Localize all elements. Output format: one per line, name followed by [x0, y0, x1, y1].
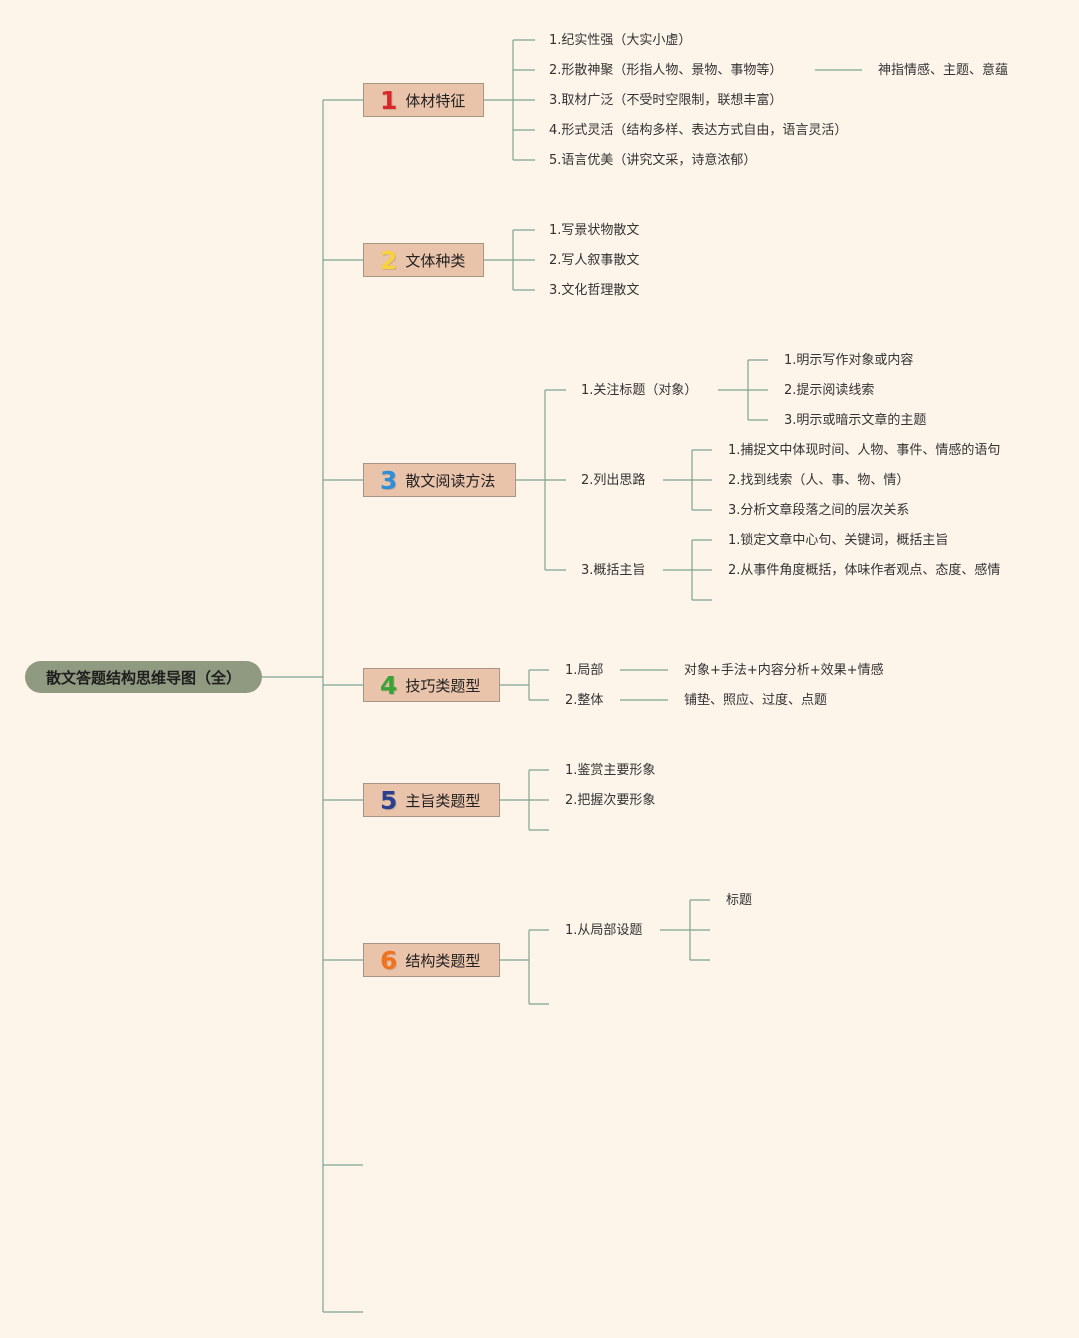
branch-4-item-2-note[interactable]: 铺垫、照应、过度、点题: [684, 693, 828, 708]
branch-2-item-3[interactable]: 3.文化哲理散文: [549, 283, 640, 298]
branch-2-node[interactable]: 2 文体种类: [363, 243, 484, 277]
branch-4-item-2[interactable]: 2.整体: [565, 693, 604, 708]
branch-3-item-1-sub-2[interactable]: 2.提示阅读线索: [784, 383, 875, 398]
branch-5-item-2[interactable]: 2.把握次要形象: [565, 793, 656, 808]
branch-3-item-1[interactable]: 1.关注标题（对象）: [581, 383, 698, 398]
branch-5-item-1[interactable]: 1.鉴赏主要形象: [565, 763, 656, 778]
branch-4-item-1[interactable]: 1.局部: [565, 663, 604, 678]
branch-6-label: 结构类题型: [405, 951, 481, 970]
branch-1-item-2-note[interactable]: 神指情感、主题、意蕴: [878, 63, 1009, 78]
branch-6-number: 6: [380, 945, 398, 975]
branch-3-item-2-sub-1[interactable]: 1.捕捉文中体现时间、人物、事件、情感的语句: [728, 443, 1001, 458]
branch-3-number: 3: [380, 465, 398, 495]
branch-3-item-2[interactable]: 2.列出思路: [581, 473, 646, 488]
branch-4-label: 技巧类题型: [405, 676, 481, 695]
branch-3-item-2-sub-3[interactable]: 3.分析文章段落之间的层次关系: [728, 503, 910, 518]
branch-6-item-1-sub-1[interactable]: 标题: [726, 893, 753, 908]
branch-1-item-4[interactable]: 4.形式灵活（结构多样、表达方式自由，语言灵活）: [549, 123, 848, 138]
branch-1-item-3[interactable]: 3.取材广泛（不受时空限制，联想丰富）: [549, 93, 783, 108]
branch-6-item-1[interactable]: 1.从局部设题: [565, 923, 643, 938]
branch-4-item-1-note[interactable]: 对象+手法+内容分析+效果+情感: [684, 663, 884, 678]
branch-2-item-2[interactable]: 2.写人叙事散文: [549, 253, 640, 268]
branch-6-node[interactable]: 6 结构类题型: [363, 943, 500, 977]
branch-2-number: 2: [380, 245, 398, 275]
branch-5-node[interactable]: 5 主旨类题型: [363, 783, 500, 817]
branch-1-item-5[interactable]: 5.语言优美（讲究文采，诗意浓郁）: [549, 153, 757, 168]
root-node[interactable]: 散文答题结构思维导图（全）: [25, 661, 262, 693]
branch-4-node[interactable]: 4 技巧类题型: [363, 668, 500, 702]
branch-3-item-1-sub-1[interactable]: 1.明示写作对象或内容: [784, 353, 914, 368]
branch-1-number: 1: [380, 85, 398, 115]
branch-1-label: 体材特征: [405, 91, 466, 110]
branch-5-label: 主旨类题型: [405, 791, 481, 810]
branch-4-number: 4: [380, 670, 398, 700]
root-label: 散文答题结构思维导图（全）: [45, 668, 241, 687]
branch-1-item-1[interactable]: 1.纪实性强（大实小虚）: [549, 33, 692, 48]
branch-3-item-1-sub-3[interactable]: 3.明示或暗示文章的主题: [784, 413, 927, 428]
branch-3-item-2-sub-2[interactable]: 2.找到线索（人、事、物、情）: [728, 473, 910, 488]
branch-3-label: 散文阅读方法: [405, 471, 496, 490]
branch-2-item-1[interactable]: 1.写景状物散文: [549, 223, 640, 238]
branch-3-item-3-sub-2[interactable]: 2.从事件角度概括，体味作者观点、态度、感情: [728, 563, 1001, 578]
branch-3-node[interactable]: 3 散文阅读方法: [363, 463, 516, 497]
branch-1-item-2[interactable]: 2.形散神聚（形指人物、景物、事物等）: [549, 63, 783, 78]
branch-2-label: 文体种类: [405, 251, 466, 270]
branch-3-item-3[interactable]: 3.概括主旨: [581, 563, 646, 578]
branch-5-number: 5: [380, 785, 398, 815]
branch-1-node[interactable]: 1 体材特征: [363, 83, 484, 117]
branch-3-item-3-sub-1[interactable]: 1.锁定文章中心句、关键词，概括主旨: [728, 533, 949, 548]
